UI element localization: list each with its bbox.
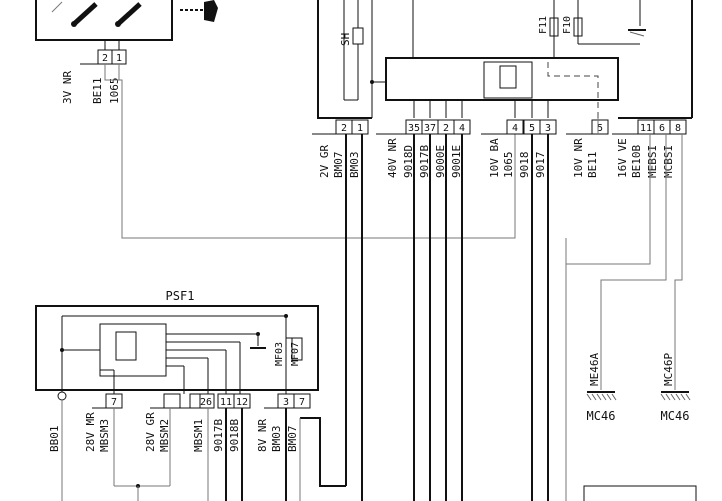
wire-code: MBSM1 bbox=[192, 419, 205, 452]
wire-code: BM07 bbox=[286, 426, 299, 453]
pin-number: 4 bbox=[512, 123, 518, 134]
pin-number: 26 bbox=[200, 397, 212, 408]
wire-code: 1065 bbox=[108, 78, 121, 105]
ground-point-label: MC46 bbox=[661, 409, 690, 423]
harness-wires bbox=[299, 118, 683, 501]
pin-number: 8 bbox=[675, 123, 681, 134]
connector-label: 16V VE bbox=[616, 138, 629, 178]
ground-wire-label: ME46A bbox=[588, 353, 601, 386]
ground-symbol: ME46A MC46 bbox=[587, 353, 617, 423]
connector-group: BB01 bbox=[48, 426, 61, 453]
top-left-component: 2 1 3V NR BE11 1065 bbox=[35, 0, 218, 105]
wire-code: BM03 bbox=[270, 426, 283, 453]
pin-number: 1 bbox=[357, 123, 363, 134]
wire-code: BE10B bbox=[630, 145, 643, 178]
wire-code: MBSM2 bbox=[158, 419, 171, 452]
key-icon bbox=[180, 0, 218, 22]
fuse-f10: F10 bbox=[562, 0, 583, 44]
pin-number: 35 bbox=[408, 123, 420, 134]
wire-code: BE11 bbox=[91, 78, 104, 105]
wire-code: 9017 bbox=[534, 152, 547, 179]
pin-number: 7 bbox=[111, 397, 117, 408]
fuse-f11: F11 bbox=[538, 0, 559, 58]
pin-number: 37 bbox=[424, 123, 436, 134]
wire-code: 9018D bbox=[402, 145, 415, 178]
ground-wire-label: MC46P bbox=[662, 353, 675, 386]
wire-code: 9018 bbox=[518, 152, 531, 179]
wire-code: BM07 bbox=[332, 152, 345, 179]
wire-code: 9001E bbox=[450, 145, 463, 178]
connector-label: 28V MR bbox=[84, 412, 97, 452]
top-left-pin: 2 bbox=[102, 53, 108, 64]
pin-number: 3 bbox=[545, 123, 551, 134]
pin-number: 2 bbox=[341, 123, 347, 134]
wire-code: BE11 bbox=[586, 152, 599, 179]
fuse-label: F11 bbox=[538, 16, 549, 34]
pin-number: 7 bbox=[299, 397, 305, 408]
ground-label: MF03 bbox=[274, 342, 285, 366]
connector-label: 10V NR bbox=[572, 138, 585, 178]
wire-code: BB01 bbox=[48, 426, 61, 453]
ground-point-label: MC46 bbox=[587, 409, 616, 423]
psf1-module: PSF1 MF03 MF07 bbox=[35, 289, 319, 401]
pin-number: 3 bbox=[283, 397, 289, 408]
pin-number: 2 bbox=[443, 123, 449, 134]
module-joiners bbox=[413, 100, 549, 118]
ground-points: ME46A MC46 MC46P MC46 bbox=[587, 353, 691, 423]
connector-label: 2V GR bbox=[318, 145, 331, 178]
top-left-pin: 1 bbox=[116, 53, 122, 64]
wire-code: 9017B bbox=[212, 419, 225, 452]
fuse-box-module: SH F11 F10 bbox=[317, 0, 693, 119]
fuse-label: F10 bbox=[562, 16, 573, 34]
psf1-title: PSF1 bbox=[166, 289, 195, 303]
wire-code: MEBSI bbox=[646, 145, 659, 178]
shunt-label: SH bbox=[339, 33, 352, 46]
connector-label: 10V BA bbox=[488, 138, 501, 178]
pin-number: 11 bbox=[640, 123, 652, 134]
pin-number: 4 bbox=[459, 123, 465, 134]
connector-label: 28V GR bbox=[144, 412, 157, 452]
connector-label: 8V NR bbox=[256, 419, 269, 452]
wire-code: 9018B bbox=[228, 419, 241, 452]
pin-number: 12 bbox=[236, 397, 248, 408]
wire-code: 9000E bbox=[434, 145, 447, 178]
connector-label: 3V NR bbox=[61, 71, 74, 104]
ground-symbol: MC46P MC46 bbox=[661, 353, 691, 423]
pin-number: 11 bbox=[220, 397, 232, 408]
wire-code: MCBSI bbox=[662, 145, 675, 178]
ground-label: MF07 bbox=[290, 342, 301, 366]
wire-code: 9017B bbox=[418, 145, 431, 178]
pin-number: 5 bbox=[529, 123, 535, 134]
wire-code: BM03 bbox=[348, 152, 361, 179]
wire-code: 1065 bbox=[502, 152, 515, 179]
psf1-wires bbox=[61, 400, 287, 501]
connector-label: 40V NR bbox=[386, 138, 399, 178]
pin-number: 6 bbox=[659, 123, 665, 134]
wire-code: MBSM3 bbox=[98, 419, 111, 452]
pin-number: 5 bbox=[597, 123, 603, 134]
